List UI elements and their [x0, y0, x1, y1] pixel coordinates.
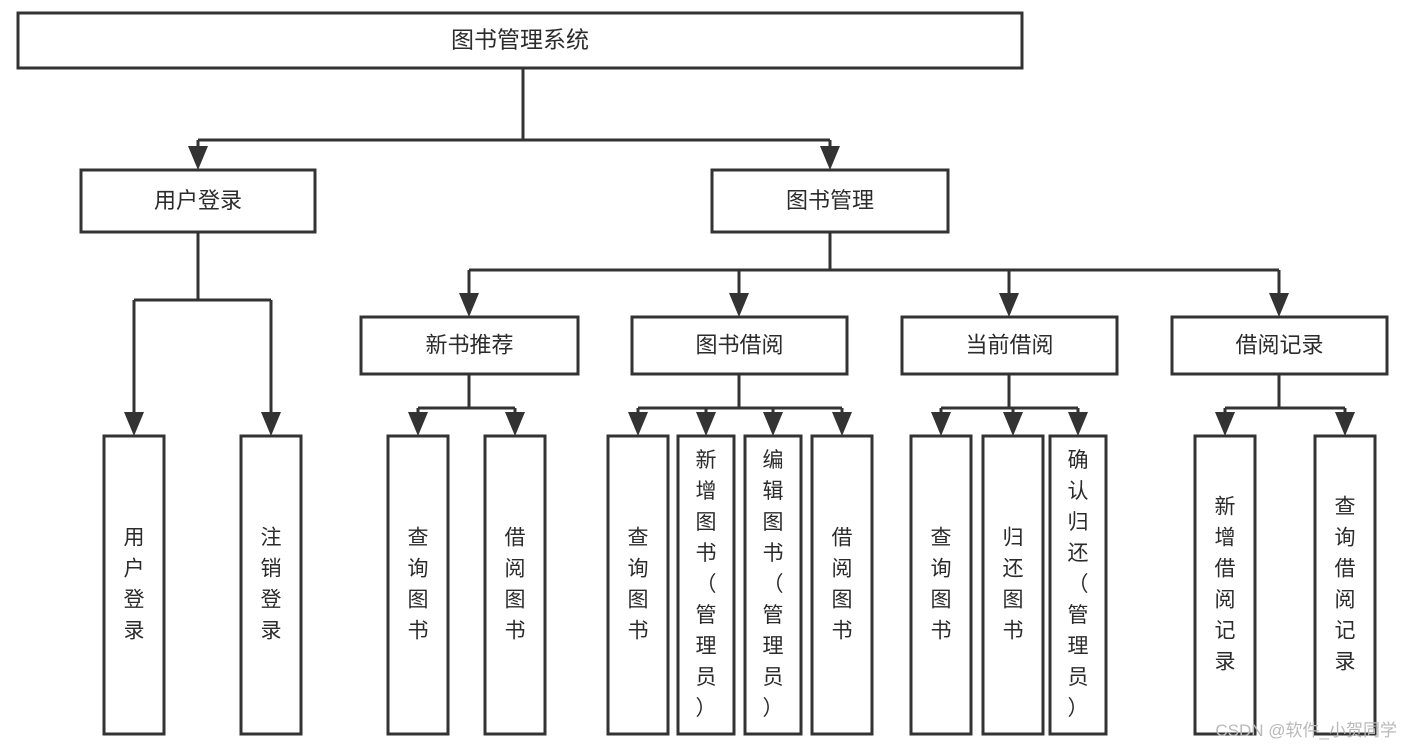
node-leaf-add-borrow-record[interactable]: 新增借阅记录: [1193, 434, 1257, 736]
node-box[interactable]: [676, 434, 736, 736]
node-box[interactable]: [483, 434, 547, 736]
node-label: 新增图书（管理员）: [696, 449, 717, 720]
node-label: 新增借阅记录: [1215, 495, 1236, 673]
node-leaf-logout[interactable]: 注销登录: [239, 434, 303, 736]
node-box[interactable]: [1170, 315, 1389, 376]
arrow-head-icon: [696, 412, 716, 436]
node-label: 查询图书: [628, 526, 649, 642]
arrow-head-icon: [931, 412, 951, 436]
node-leaf-borrow-book-1[interactable]: 借阅图书: [483, 434, 547, 736]
node-label: 查询图书: [931, 526, 952, 642]
node-book-management[interactable]: 图书管理: [710, 168, 950, 234]
arrow-head-icon: [1335, 412, 1355, 436]
node-box[interactable]: [16, 11, 1024, 70]
arrow-head-icon: [999, 293, 1019, 317]
node-current-borrow[interactable]: 当前借阅: [900, 315, 1119, 376]
node-box[interactable]: [1313, 434, 1377, 736]
node-label: 借阅记录: [1235, 332, 1323, 357]
connector-layer: [124, 68, 1355, 436]
connector-userlogin-to-leaves: [124, 232, 281, 436]
node-label: 用户登录: [154, 188, 242, 213]
arrow-head-icon: [832, 412, 852, 436]
node-label: 查询图书: [408, 526, 429, 642]
node-box[interactable]: [1193, 434, 1257, 736]
node-label: 借阅图书: [505, 526, 526, 642]
node-label: 确认归还（管理员）: [1068, 449, 1089, 720]
arrow-head-icon: [408, 412, 428, 436]
arrow-head-icon: [188, 146, 208, 170]
node-label: 编辑图书（管理员）: [763, 449, 784, 720]
connector-root-to-level1: [188, 68, 840, 170]
node-box[interactable]: [710, 168, 950, 234]
node-user-login[interactable]: 用户登录: [79, 168, 317, 234]
node-label: 注销登录: [261, 526, 282, 642]
node-box[interactable]: [630, 315, 849, 376]
node-leaf-borrow-book-2[interactable]: 借阅图书: [810, 434, 874, 736]
connector-current-to-leaves: [931, 374, 1088, 436]
arrow-head-icon: [124, 412, 144, 436]
node-label: 当前借阅: [965, 332, 1053, 357]
arrow-head-icon: [459, 293, 479, 317]
arrow-head-icon: [1269, 293, 1289, 317]
node-leaf-query-borrow-record[interactable]: 查询借阅记录: [1313, 434, 1377, 736]
connector-borrow-to-leaves: [628, 374, 852, 436]
node-box[interactable]: [79, 168, 317, 234]
node-book-borrow[interactable]: 图书借阅: [630, 315, 849, 376]
node-box[interactable]: [386, 434, 450, 736]
node-box[interactable]: [743, 434, 803, 736]
node-label: 查询借阅记录: [1335, 495, 1356, 673]
arrow-head-icon: [261, 412, 281, 436]
node-layer: 图书管理系统用户登录图书管理新书推荐图书借阅当前借阅借阅记录用户登录注销登录查询…: [16, 11, 1389, 736]
node-box[interactable]: [900, 315, 1119, 376]
arrow-head-icon: [729, 293, 749, 317]
node-label: 新书推荐: [425, 332, 513, 357]
node-leaf-query-book-2[interactable]: 查询图书: [606, 434, 670, 736]
node-root[interactable]: 图书管理系统: [16, 11, 1024, 70]
node-box[interactable]: [909, 434, 973, 736]
node-new-book-recommend[interactable]: 新书推荐: [359, 315, 580, 376]
node-box[interactable]: [359, 315, 580, 376]
connector-record-to-leaves: [1215, 374, 1355, 436]
node-label: 图书管理: [786, 188, 874, 213]
arrow-head-icon: [1215, 412, 1235, 436]
node-box[interactable]: [981, 434, 1045, 736]
connector-recommend-to-leaves: [408, 374, 525, 436]
node-label: 借阅图书: [832, 526, 853, 642]
node-leaf-add-book-admin[interactable]: 新增图书（管理员）: [676, 434, 736, 736]
arrow-head-icon: [1003, 412, 1023, 436]
node-leaf-query-book-3[interactable]: 查询图书: [909, 434, 973, 736]
arrow-head-icon: [505, 412, 525, 436]
arrow-head-icon: [628, 412, 648, 436]
node-label: 图书借阅: [695, 332, 783, 357]
node-leaf-query-book-1[interactable]: 查询图书: [386, 434, 450, 736]
node-leaf-edit-book-admin[interactable]: 编辑图书（管理员）: [743, 434, 803, 736]
node-leaf-confirm-return-admin[interactable]: 确认归还（管理员）: [1048, 434, 1108, 736]
connector-bookmgmt-to-level2: [459, 232, 1289, 317]
arrow-head-icon: [1068, 412, 1088, 436]
node-box[interactable]: [606, 434, 670, 736]
node-leaf-user-login[interactable]: 用户登录: [102, 434, 166, 736]
csdn-watermark: CSDN @软件_小贺同学: [1215, 721, 1397, 740]
node-box[interactable]: [810, 434, 874, 736]
arrow-head-icon: [820, 146, 840, 170]
node-box[interactable]: [1048, 434, 1108, 736]
node-borrow-record[interactable]: 借阅记录: [1170, 315, 1389, 376]
node-label: 归还图书: [1003, 526, 1024, 642]
arrow-head-icon: [763, 412, 783, 436]
node-box[interactable]: [102, 434, 166, 736]
node-leaf-return-book[interactable]: 归还图书: [981, 434, 1045, 736]
node-label: 图书管理系统: [451, 27, 589, 53]
node-box[interactable]: [239, 434, 303, 736]
node-label: 用户登录: [124, 526, 145, 642]
